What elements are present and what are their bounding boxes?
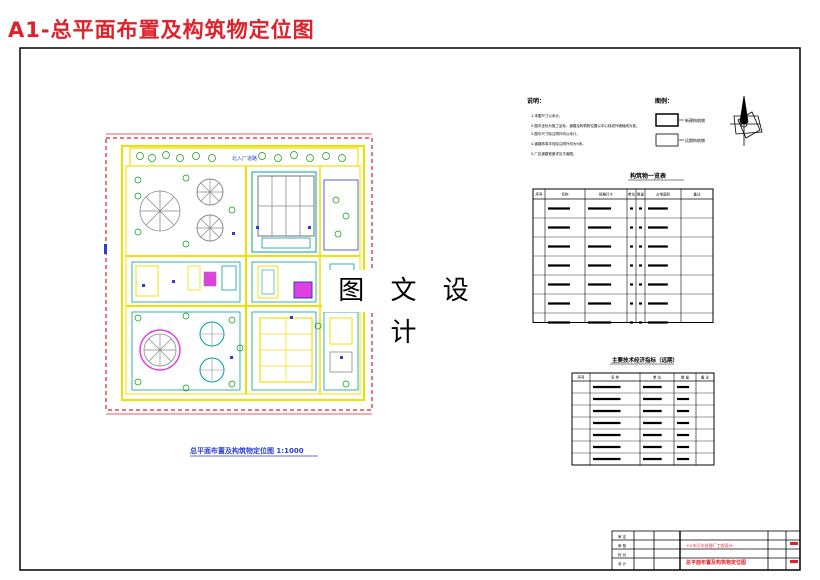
control-building bbox=[293, 281, 313, 299]
titleblock-project: ××市污水处理厂工程设计 bbox=[686, 542, 733, 548]
table1-header-2: 规格尺寸 bbox=[599, 192, 613, 197]
title-block bbox=[611, 530, 801, 571]
notes-line-2: 2.图中坐标为施工坐标，道路及构筑物位置以中心线或外墙轴线为准。 bbox=[531, 123, 639, 128]
table2-header-3: 数 量 bbox=[681, 375, 690, 380]
legend-swatch-future bbox=[655, 133, 679, 147]
plan-caption: 总平面布置及构筑物定位图 1:1000 bbox=[190, 446, 304, 455]
table1-header-0: 序号 bbox=[536, 192, 544, 197]
digester-tank bbox=[139, 329, 181, 371]
legend-label-new: 新建构筑物 bbox=[685, 117, 705, 123]
notes-line-1: 1.本图尺寸以米计。 bbox=[531, 113, 562, 118]
legend-label-future: 远期构筑物 bbox=[685, 137, 705, 143]
table1-header-1: 名称 bbox=[562, 192, 570, 197]
titleblock-row-2: 审 核 bbox=[618, 543, 627, 548]
table2-header-0: 序号 bbox=[578, 375, 586, 380]
table1-title: 构筑物一览表 bbox=[630, 172, 667, 180]
table1-header-4: 数量 bbox=[637, 192, 645, 197]
titleblock-drawing: 总平面布置及构筑物定位图 bbox=[686, 559, 746, 566]
notes-line-4: 4.道路转弯半径除注明外均为9米。 bbox=[531, 141, 586, 146]
north-arrow-icon bbox=[730, 95, 763, 146]
titleblock-row-4: 设 计 bbox=[618, 561, 627, 566]
structures-table: 序号 名称 规格尺寸 单位数量 占地面积 备注 bbox=[532, 188, 714, 324]
pump-station bbox=[203, 271, 217, 287]
table1-header-6: 备注 bbox=[694, 192, 702, 197]
notes-line-3: 3.图中尺寸除注明外均以米计。 bbox=[531, 131, 580, 136]
legend-heading: 图例： bbox=[655, 97, 673, 105]
legend-swatch-new bbox=[655, 113, 679, 127]
table2-header-1: 名 称 bbox=[611, 375, 620, 380]
table1-header-3: 单位 bbox=[628, 192, 636, 197]
titleblock-row-1: 审 定 bbox=[618, 534, 627, 539]
page-title: A1-总平面布置及构筑物定位图 bbox=[8, 18, 315, 42]
table1-header-5: 占地面积 bbox=[656, 192, 670, 197]
landscape-trees bbox=[134, 151, 350, 392]
site-plan: 北入厂道路 bbox=[104, 133, 373, 415]
titleblock-row-3: 校 对 bbox=[618, 552, 627, 557]
watermark: 图 文 设 计 bbox=[322, 270, 494, 348]
table2-header-2: 单 位 bbox=[653, 375, 662, 380]
notes-line-5: 5.厂区道路宽度详见平面图。 bbox=[531, 151, 576, 156]
drawing-frame bbox=[19, 47, 801, 571]
table2-header-4: 备 注 bbox=[701, 375, 710, 380]
north-road-label: 北入厂道路 bbox=[232, 155, 257, 162]
indicators-table: 序号 名 称 单 位 数 量 备 注 bbox=[571, 372, 715, 466]
table2-title: 主要技术经济指标（远期） bbox=[612, 356, 678, 364]
notes-heading: 说明： bbox=[527, 97, 545, 105]
north-green-strip bbox=[129, 147, 359, 167]
